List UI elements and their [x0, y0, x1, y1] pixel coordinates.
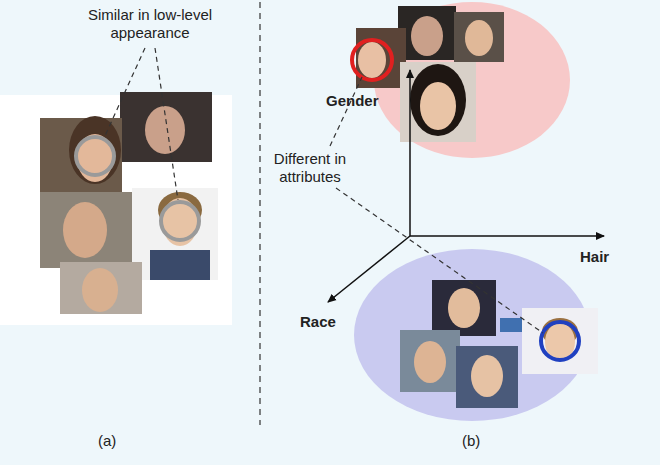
callout-text: Different in attributes	[262, 150, 358, 186]
face-photos	[356, 6, 504, 142]
leader-line	[104, 48, 145, 138]
cluster-ellipse	[354, 249, 590, 421]
callout-text: Similar in low-level appearance	[75, 6, 225, 42]
face-photos	[400, 280, 598, 408]
panel-label: (a)	[98, 432, 116, 450]
highlight-circle	[76, 137, 114, 175]
face-photos	[40, 92, 218, 314]
divider	[259, 2, 260, 425]
axis	[409, 70, 411, 236]
axis-label: Hair	[580, 248, 609, 266]
highlight-circle	[161, 202, 199, 240]
axis-label: Gender	[326, 92, 379, 110]
highlight-circle	[541, 322, 579, 360]
highlight-circle	[352, 40, 392, 80]
leader-line	[336, 188, 543, 333]
axis	[328, 236, 410, 302]
leader-line	[330, 77, 362, 146]
panel-label: (b)	[462, 432, 480, 450]
axis-label: Race	[300, 313, 336, 331]
axis	[410, 235, 604, 237]
leader-line	[155, 48, 178, 200]
cluster-ellipse	[374, 2, 570, 158]
